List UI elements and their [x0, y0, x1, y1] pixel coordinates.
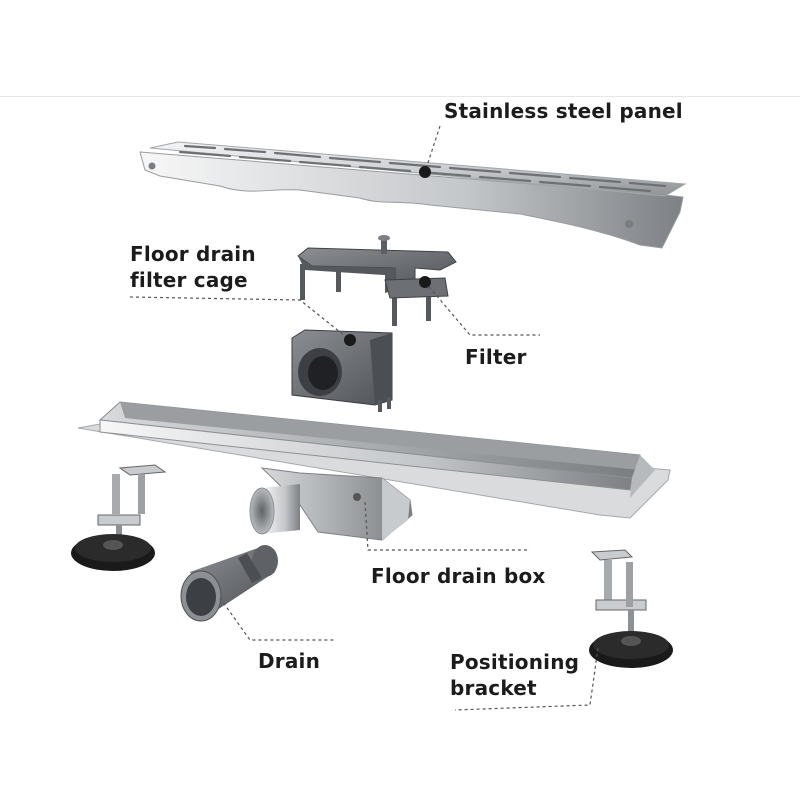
leader-bracket [454, 647, 599, 711]
leader-dots [344, 166, 431, 346]
label-floor-drain-box: Floor drain box [371, 564, 546, 588]
label-positioning-line1: Positioning [450, 650, 580, 674]
label-filter-cage-line1: Floor drain [130, 242, 256, 266]
positioning-bracket-right [589, 549, 673, 668]
drain-pipe [180, 545, 278, 622]
leader-drain-box [364, 501, 530, 551]
label-positioning-line2: bracket [450, 676, 537, 700]
leader-drain [219, 597, 335, 641]
leader-lines [129, 125, 599, 711]
leader-filter-cage [129, 296, 351, 341]
label-stainless-steel-panel: Stainless steel panel [444, 99, 683, 123]
filter-box [291, 329, 393, 412]
leader-filter [424, 281, 540, 336]
top-divider [0, 96, 800, 97]
label-filter-cage-line2: filter cage [130, 268, 248, 292]
label-drain: Drain [258, 649, 321, 673]
stainless-steel-panel [139, 141, 687, 249]
positioning-bracket-left [71, 464, 167, 571]
floor-drain-box [77, 401, 671, 541]
label-filter: Filter [465, 345, 527, 369]
leader-panel [424, 125, 441, 173]
filter-cage [297, 235, 457, 326]
